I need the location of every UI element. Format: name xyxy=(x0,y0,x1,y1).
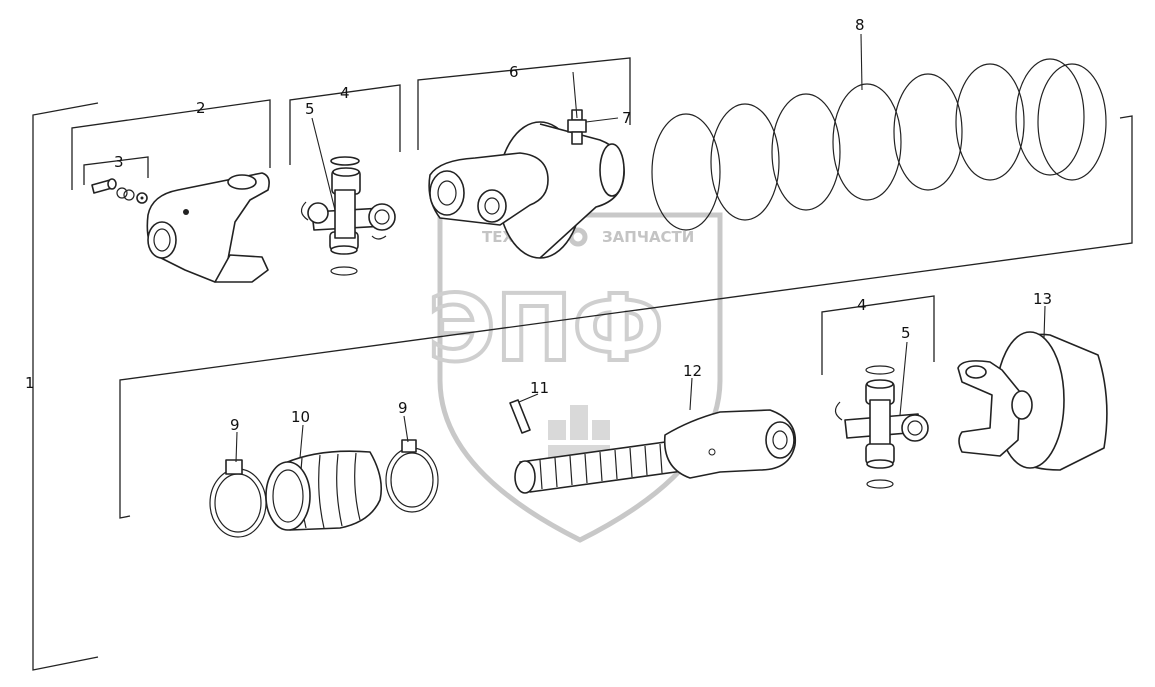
part-12-splined-yoke xyxy=(514,409,797,494)
part-10-bellows xyxy=(265,450,383,531)
callout-4-bottom: 4 xyxy=(857,296,867,314)
callout-labels: 1 2 3 4 5 6 7 8 9 10 9 11 12 4 5 13 xyxy=(25,16,1052,434)
part-7-grease-nipple xyxy=(567,109,587,145)
callout-9-right: 9 xyxy=(398,399,408,417)
watermark: ТЕХНИКА ЗАПЧАСТИ ЭПФ xyxy=(426,212,723,543)
bracket-6 xyxy=(417,57,631,150)
bracket-3 xyxy=(83,156,149,185)
assembly-bracket-1 xyxy=(32,102,1133,671)
callout-12: 12 xyxy=(683,362,702,380)
callout-5-top: 5 xyxy=(305,100,315,118)
leader-lines xyxy=(235,33,1046,463)
part-4-cross-kit-top xyxy=(300,156,396,276)
part-9-clamp-left xyxy=(209,459,267,538)
watermark-tagline-right: ЗАПЧАСТИ xyxy=(602,228,694,246)
bracket-2 xyxy=(71,99,271,190)
callout-3: 3 xyxy=(114,153,124,171)
bracket-4-top xyxy=(289,84,401,165)
part-9-clamp-right xyxy=(385,439,439,513)
bracket-4-bottom xyxy=(821,295,935,375)
part-8-spring xyxy=(651,58,1107,231)
part-13-yoke-housing xyxy=(957,331,1108,471)
part-6-flanged-yoke xyxy=(428,121,625,259)
callout-13: 13 xyxy=(1033,290,1052,308)
part-2-yoke xyxy=(146,172,270,283)
part-4-cross-kit-bottom xyxy=(834,365,929,489)
callout-9-left: 9 xyxy=(230,416,240,434)
watermark-logo-text: ЭПФ xyxy=(428,275,664,382)
callout-1: 1 xyxy=(25,374,35,392)
callout-10: 10 xyxy=(291,408,310,426)
callout-2: 2 xyxy=(196,99,206,117)
callout-7: 7 xyxy=(622,109,632,127)
callout-11: 11 xyxy=(530,379,549,397)
part-11-pin xyxy=(509,399,531,434)
callout-4-top: 4 xyxy=(340,84,350,102)
callout-5-bottom: 5 xyxy=(901,324,911,342)
part-3-bolt-set xyxy=(91,178,148,204)
callout-8: 8 xyxy=(855,16,865,34)
callout-6: 6 xyxy=(509,63,519,81)
